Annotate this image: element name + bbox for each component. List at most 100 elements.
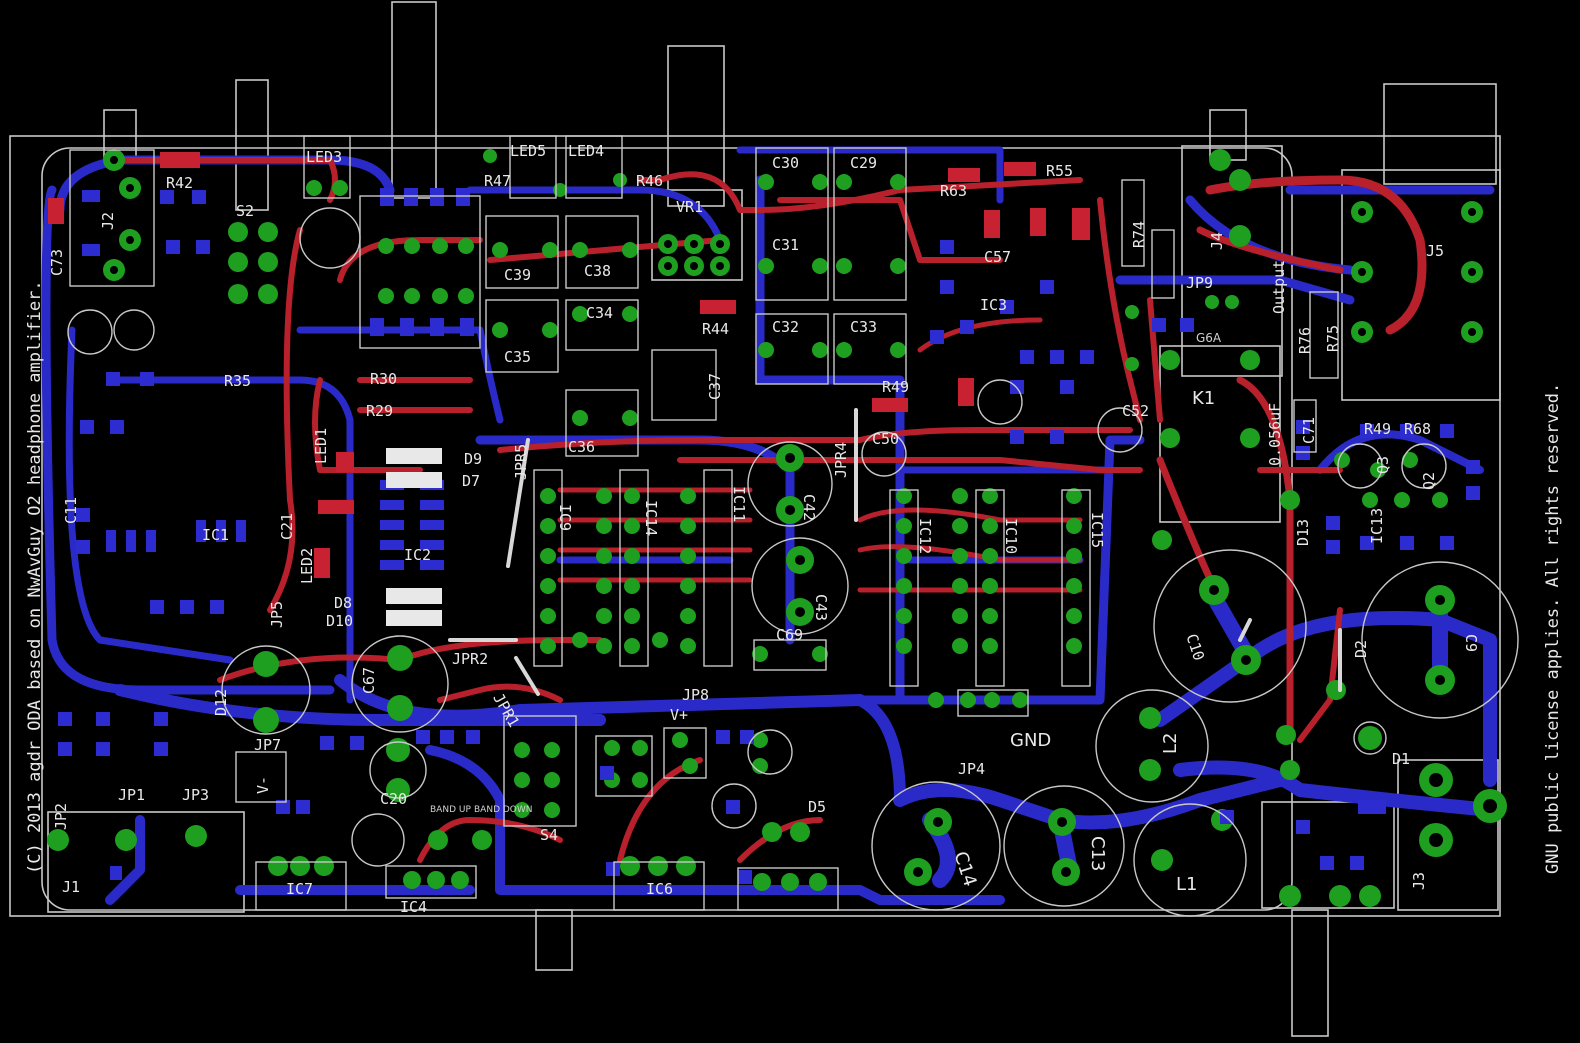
label-c20: C20 <box>380 790 407 808</box>
label-jp2: JP2 <box>52 803 70 830</box>
label-ic14: IC14 <box>642 500 660 536</box>
label-band-down: BAND DOWN <box>474 805 533 815</box>
label-d67: C67 <box>360 667 378 694</box>
label-s2: S2 <box>236 202 254 220</box>
label-l2: L2 <box>1160 733 1181 754</box>
label-c34: C34 <box>586 304 613 322</box>
label-c57: C57 <box>984 248 1011 266</box>
silkscreen-labels: J2 R42 S2 LED3 LED5 LED4 R46 R47 VR1 C30… <box>48 142 1480 916</box>
label-led1: LED1 <box>312 428 330 464</box>
label-ic9: IC9 <box>556 504 574 531</box>
label-jp5: JP5 <box>268 601 286 628</box>
label-q3: Q3 <box>1374 456 1392 474</box>
label-gnd: GND <box>1010 730 1051 751</box>
label-ic3: IC3 <box>980 296 1007 314</box>
label-value-0056uf: 0.056uF <box>1266 403 1284 466</box>
label-ic13: IC13 <box>1368 508 1386 544</box>
label-c52: C52 <box>1122 402 1149 420</box>
label-jpr4: JPR4 <box>832 442 850 478</box>
label-c14: C14 <box>950 849 981 889</box>
label-ic2: IC2 <box>404 546 431 564</box>
label-ic10: IC10 <box>1002 518 1020 554</box>
jumper-wires <box>448 408 1342 696</box>
label-c10: C10 <box>1182 632 1207 663</box>
label-c69: C69 <box>776 626 803 644</box>
label-r47: R47 <box>484 172 511 190</box>
label-output: Output <box>1270 260 1288 314</box>
label-vminus: V- <box>254 776 272 794</box>
label-s4: S4 <box>540 826 558 844</box>
label-j3: J3 <box>1410 872 1428 890</box>
license-text: GNU public license applies. All rights r… <box>1543 383 1563 874</box>
label-led5: LED5 <box>510 142 546 160</box>
label-c13: C13 <box>1087 836 1108 871</box>
label-jp1: JP1 <box>118 786 145 804</box>
label-r44: R44 <box>702 320 729 338</box>
label-r63: R63 <box>940 182 967 200</box>
label-d12: D12 <box>212 689 230 716</box>
label-j1: J1 <box>62 878 80 896</box>
label-led4: LED4 <box>568 142 604 160</box>
label-r74: R74 <box>1130 221 1148 248</box>
label-c42: C42 <box>800 494 818 521</box>
label-c35: C35 <box>504 348 531 366</box>
label-c32: C32 <box>772 318 799 336</box>
label-k1: K1 <box>1192 388 1215 409</box>
label-c39: C39 <box>504 266 531 284</box>
label-c36: C36 <box>568 438 595 456</box>
label-ic4: IC4 <box>400 898 427 916</box>
label-jpr2: JPR2 <box>452 650 488 668</box>
label-r49: R49 <box>882 378 909 396</box>
label-c33: C33 <box>850 318 877 336</box>
label-r75: R75 <box>1324 325 1342 352</box>
label-c11: C11 <box>62 497 80 524</box>
label-d7: D7 <box>462 472 480 490</box>
label-jp9: JP9 <box>1186 274 1213 292</box>
label-ic11: IC11 <box>730 486 748 522</box>
label-ic1: IC1 <box>202 526 229 544</box>
label-c50: C50 <box>872 430 899 448</box>
label-d13: D13 <box>1294 519 1312 546</box>
label-r55: R55 <box>1046 162 1073 180</box>
dip-ic-pads <box>378 174 1239 818</box>
label-c73: C73 <box>48 249 66 276</box>
label-r49b: R49 <box>1364 420 1391 438</box>
board-outline <box>9 135 1501 917</box>
copyright-text: (C) 2013 agdr ODA based on NwAvGuy O2 he… <box>25 280 45 874</box>
label-j2: J2 <box>99 212 117 230</box>
label-q2: Q2 <box>1420 472 1438 490</box>
label-d1: D1 <box>1392 750 1410 768</box>
label-g6a: G6A <box>1196 331 1222 345</box>
label-c30: C30 <box>772 154 799 172</box>
label-d10: D10 <box>326 612 353 630</box>
label-c43: C43 <box>812 594 830 621</box>
label-r42: R42 <box>166 174 193 192</box>
label-c21: C21 <box>278 513 296 540</box>
label-vr1: VR1 <box>676 198 703 216</box>
label-c37: C37 <box>706 373 724 400</box>
label-jp8: JP8 <box>682 686 709 704</box>
label-c29: C29 <box>850 154 877 172</box>
label-d8: D8 <box>334 594 352 612</box>
label-r76: R76 <box>1296 327 1314 354</box>
label-r30: R30 <box>370 370 397 388</box>
smd-pads <box>48 152 1480 884</box>
label-band-up: BAND UP <box>430 805 471 815</box>
label-ic12: IC12 <box>916 518 934 554</box>
label-d2: D2 <box>1352 640 1370 658</box>
through-hole-pads <box>47 149 1507 907</box>
label-d5: D5 <box>808 798 826 816</box>
label-r35: R35 <box>224 372 251 390</box>
label-ic6: IC6 <box>646 880 673 898</box>
label-ic15: IC15 <box>1088 512 1106 548</box>
label-l1: L1 <box>1176 874 1197 895</box>
label-d9: D9 <box>464 450 482 468</box>
label-led2: LED2 <box>298 548 316 584</box>
label-j4: J4 <box>1208 232 1226 250</box>
label-r46: R46 <box>636 172 663 190</box>
label-j5: J5 <box>1426 242 1444 260</box>
label-c31: C31 <box>772 236 799 254</box>
label-c71: C71 <box>1300 417 1318 444</box>
label-led3: LED3 <box>306 148 342 166</box>
